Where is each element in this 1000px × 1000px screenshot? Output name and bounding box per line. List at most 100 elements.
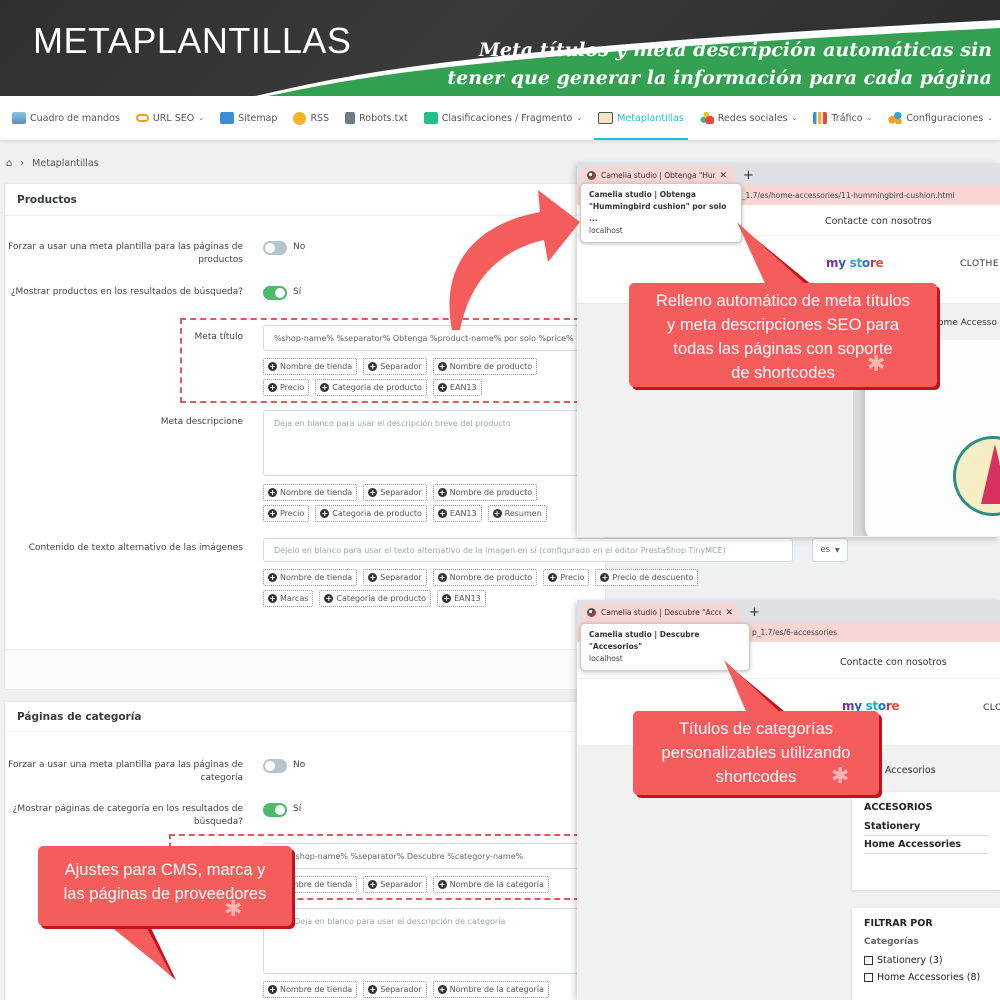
show-in-search-toggle[interactable] <box>263 286 287 300</box>
tooltip-title: "Accesorios" <box>589 642 643 651</box>
cat-force-template-label: Forzar a usar una meta plantilla para la… <box>8 760 243 783</box>
dashboard-icon <box>12 112 26 124</box>
plus-circle-icon: + <box>324 594 334 603</box>
plus-circle-icon: + <box>437 509 447 518</box>
meta-desc-textarea[interactable]: Deja en blanco para usar el descripción … <box>263 410 593 476</box>
cat-meta-title-input[interactable]: %shop-name% %separator% Descubre %catego… <box>263 843 593 869</box>
browser-tab[interactable]: Camelia studio | Descubre "Acce ✕ <box>581 603 739 622</box>
contact-link[interactable]: Contacte con nosotros <box>825 216 932 227</box>
contact-link[interactable]: Contacte con nosotros <box>840 657 947 668</box>
chip-label: Nombre de la categoría <box>449 880 544 889</box>
shortcode-chip[interactable]: +Nombre de tienda <box>263 569 358 586</box>
chip-label: Nombre de tienda <box>280 985 353 994</box>
shortcode-chip[interactable]: +Categoria de producto <box>315 505 427 522</box>
plus-circle-icon: + <box>268 573 277 582</box>
home-icon[interactable]: ⌂ <box>6 158 13 169</box>
nav-metaplantillas[interactable]: Metaplantillas <box>590 96 692 140</box>
shortcode-chip[interactable]: +Nombre de producto <box>432 569 538 586</box>
callout-line: y meta descripciones SEO para <box>666 316 900 334</box>
shortcode-chip[interactable]: +Precio <box>543 569 590 586</box>
shortcode-chip[interactable]: +Nombre de producto <box>432 358 538 375</box>
new-tab-button[interactable]: + <box>743 168 754 183</box>
nav-label: Clasificaciones / Fragmento <box>441 112 573 124</box>
tooltip-host: localhost <box>589 226 623 235</box>
shortcode-chip[interactable]: +Nombre de tienda <box>263 358 358 375</box>
nav-social[interactable]: Redes sociales ⌄ <box>692 96 806 140</box>
plus-circle-icon: + <box>268 488 277 497</box>
force-template-value: No <box>293 242 306 252</box>
filter-option[interactable]: Stationery (3) <box>864 955 988 966</box>
shortcode-chip[interactable]: +Precio de descuento <box>595 569 699 586</box>
force-template-toggle[interactable] <box>263 241 287 255</box>
nav-settings[interactable]: Configuraciones ⌄ <box>880 96 1000 140</box>
chip-label: Precio de descuento <box>612 573 694 582</box>
link-icon <box>135 114 149 122</box>
shortcode-chip[interactable]: +Categoria de producto <box>319 590 432 607</box>
nav-label: Sitemap <box>238 112 278 124</box>
shortcode-chip[interactable]: +Precio <box>263 505 310 522</box>
store-breadcrumb: Accesorios <box>885 765 936 776</box>
nav-dashboard[interactable]: Cuadro de mandos <box>4 96 128 140</box>
alt-text-input[interactable]: Déjelo en blanco para usar el texto alte… <box>263 538 793 562</box>
shortcode-chip[interactable]: +Nombre de producto <box>432 484 538 501</box>
close-icon[interactable]: ✕ <box>719 170 727 181</box>
shortcode-chip[interactable]: +EAN13 <box>432 379 482 396</box>
menu-clothes[interactable]: CLO <box>983 703 1000 713</box>
panel-title: Productos <box>5 184 605 216</box>
nav-label: Redes sociales <box>717 112 788 124</box>
menu-clothes[interactable]: CLOTHE <box>960 259 1000 269</box>
cat-meta-desc-textarea[interactable]: Deja en blanco para usar el descripción … <box>263 908 593 974</box>
nav-url-seo[interactable]: URL SEO ⌄ <box>128 96 212 140</box>
hummingbird-shape <box>981 444 1000 504</box>
callout-line: Relleno automático de meta títulos <box>655 292 911 310</box>
filter-option[interactable]: Home Accessories (8) <box>864 972 988 983</box>
shortcode-chip[interactable]: +Nombre de la categoría <box>432 981 549 998</box>
shortcode-chip[interactable]: +Precio <box>263 379 310 396</box>
store-logo[interactable]: my store <box>842 699 900 713</box>
shortcode-chip[interactable]: +Nombre de la categoría <box>432 876 549 893</box>
nav-rss[interactable]: RSS <box>285 96 337 140</box>
filter-title: FILTRAR POR <box>864 918 933 929</box>
tab-bar: Camelia studio | Descubre "Acce ✕ + <box>577 600 1000 622</box>
language-select[interactable]: es ▼ <box>812 538 848 562</box>
nav-sitemap[interactable]: Sitemap <box>212 96 285 140</box>
callout-line: Títulos de categorías <box>678 720 834 738</box>
nav-traffic[interactable]: Tráfico ⌄ <box>805 96 880 140</box>
new-tab-button[interactable]: + <box>749 605 760 620</box>
shortcode-chip[interactable]: +Resumen <box>487 505 547 522</box>
close-icon[interactable]: ✕ <box>725 607 733 618</box>
category-link-stationery[interactable]: Stationery <box>864 821 988 836</box>
checkbox[interactable] <box>864 956 873 965</box>
chip-label: Categoria de producto <box>332 509 422 518</box>
chip-label: EAN13 <box>449 509 477 518</box>
store-logo[interactable]: my store <box>826 256 884 270</box>
category-link-home-accessories[interactable]: Home Accessories <box>864 839 988 854</box>
chip-label: Separador <box>380 362 422 371</box>
cat-show-in-search-toggle[interactable] <box>263 803 287 817</box>
shortcode-chip[interactable]: +Separador <box>363 358 427 375</box>
plus-circle-icon: + <box>368 985 378 994</box>
chip-label: Resumen <box>504 509 542 518</box>
shortcode-chip[interactable]: +Separador <box>363 484 427 501</box>
nav-snippets[interactable]: Clasificaciones / Fragmento ⌄ <box>416 96 591 140</box>
shortcode-chip[interactable]: +Nombre de tienda <box>263 981 358 998</box>
shortcode-chip[interactable]: +Categoria de producto <box>315 379 427 396</box>
shortcode-chip[interactable]: +EAN13 <box>437 590 486 607</box>
plus-circle-icon: + <box>368 362 378 371</box>
filter-label: Stationery (3) <box>877 955 943 966</box>
checkbox[interactable] <box>864 973 873 982</box>
tab-title: Camelia studio | Descubre "Acce <box>601 608 722 617</box>
cat-force-template-toggle[interactable] <box>263 759 287 773</box>
chip-label: Nombre de tienda <box>280 362 353 371</box>
nav-robots[interactable]: Robots.txt <box>337 96 416 140</box>
shortcode-chip[interactable]: +Nombre de tienda <box>263 484 358 501</box>
shortcode-chip[interactable]: +EAN13 <box>432 505 482 522</box>
shortcode-chip[interactable]: +Marcas <box>263 590 314 607</box>
browser-tab[interactable]: Camelia studio | Obtenga "Humm ✕ <box>581 166 733 185</box>
chevron-down-icon: ⌄ <box>987 114 994 122</box>
chip-label: Nombre de producto <box>449 488 533 497</box>
shortcode-chip[interactable]: +Separador <box>363 569 427 586</box>
chart-icon <box>813 112 828 124</box>
shortcode-chip[interactable]: +Separador <box>363 981 427 998</box>
shortcode-chip[interactable]: +Separador <box>363 876 427 893</box>
